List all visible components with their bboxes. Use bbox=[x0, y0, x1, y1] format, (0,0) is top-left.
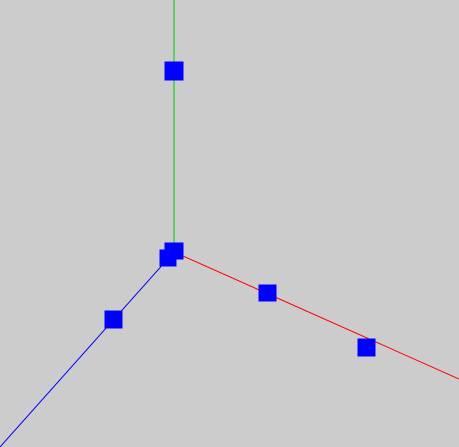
x-axis-handle-far[interactable] bbox=[357, 338, 376, 357]
z-axis-handle[interactable] bbox=[104, 310, 123, 329]
origin-offset-handle[interactable] bbox=[159, 249, 177, 267]
axis-z-line bbox=[0, 251, 175, 447]
axis-x-line bbox=[173, 251, 459, 380]
x-axis-handle-near[interactable] bbox=[258, 284, 277, 302]
y-axis-handle[interactable] bbox=[164, 61, 184, 81]
